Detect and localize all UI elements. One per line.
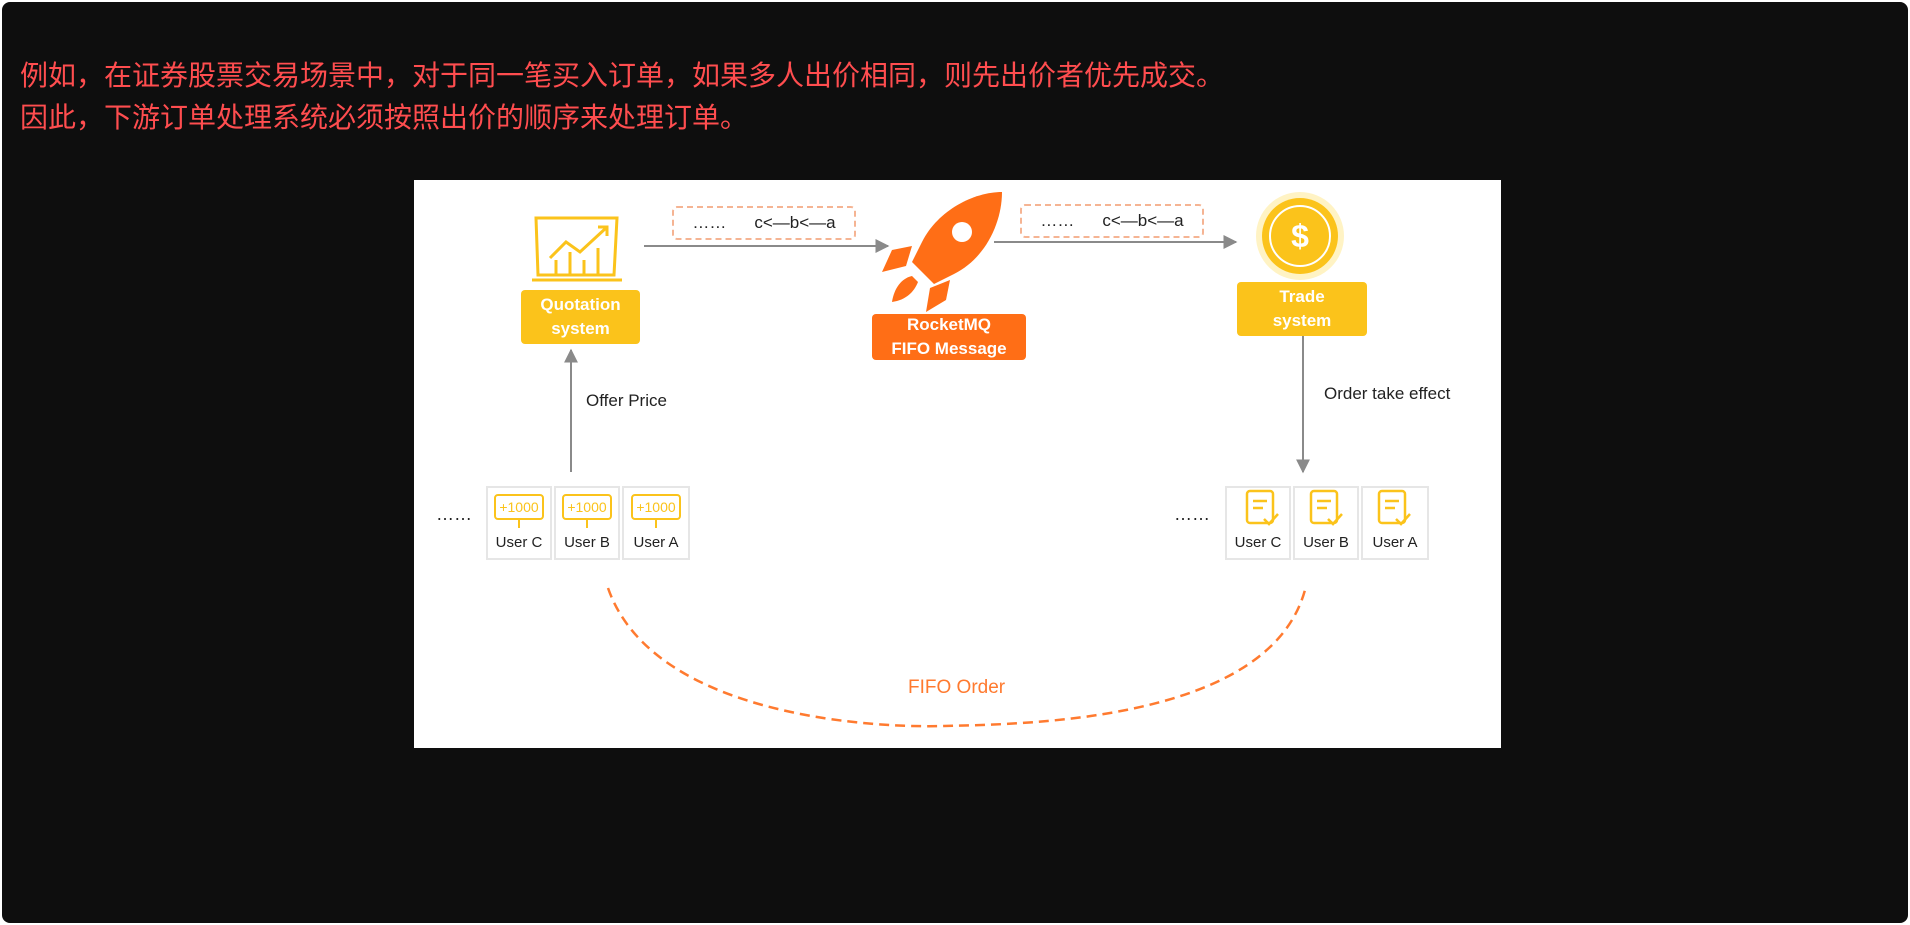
sequence-order: c<—b<—a [1102,211,1184,230]
sequence-dots: …… [1040,211,1075,230]
user-name: User A [1372,534,1418,551]
checked-document-icon [1245,489,1279,526]
price-tag-stem [655,519,657,528]
offer-user-cell: +1000 User B [554,486,620,560]
checked-document-icon [1309,489,1343,526]
rocketmq-fifo-box: RocketMQ FIFO Message [872,314,1026,360]
fifo-order-label: FIFO Order [908,677,1006,698]
rocket-icon [882,192,1002,312]
caption-line-2: 因此，下游订单处理系统必须按照出价的顺序来处理订单。 [20,101,749,134]
price-tag-stem [586,519,588,528]
quotation-system-box: Quotation system [521,290,640,344]
offer-user-cell: +1000 User C [486,486,552,560]
right-users-ellipsis: …… [1174,504,1210,524]
order-user-cell: User A [1361,486,1429,560]
price-tag-icon: +1000 [494,494,544,520]
trade-system-box: Trade system [1237,282,1367,336]
order-take-effect-label: Order take effect [1324,384,1451,403]
user-name: User B [1303,534,1349,551]
order-user-cell: User C [1225,486,1291,560]
user-name: User A [633,534,679,551]
svg-text:$: $ [1291,218,1309,254]
message-sequence-right: …… c<—b<—a [1020,204,1204,238]
price-tag-icon: +1000 [562,494,612,520]
fifo-order-curve [606,585,1308,728]
caption-line-1: 例如，在证券股票交易场景中，对于同一笔买入订单，如果多人出价相同，则先出价者优先… [20,59,1225,92]
order-user-cell: User B [1293,486,1359,560]
fifo-diagram: $ [414,180,1501,748]
left-users-ellipsis: …… [436,504,472,524]
price-tag-icon: +1000 [631,494,681,520]
sequence-order: c<—b<—a [754,213,836,232]
user-name: User C [1234,534,1282,551]
offer-price-label: Offer Price [586,391,667,410]
user-name: User C [495,534,543,551]
checked-document-icon [1377,489,1411,526]
diagram-graphics: $ [532,192,1411,728]
sequence-dots: …… [692,213,727,232]
offer-user-cell: +1000 User A [622,486,690,560]
chart-monitor-icon [532,216,622,282]
dollar-coin-icon: $ [1256,192,1344,280]
user-name: User B [564,534,610,551]
price-tag-stem [518,519,520,528]
message-sequence-left: …… c<—b<—a [672,206,856,240]
